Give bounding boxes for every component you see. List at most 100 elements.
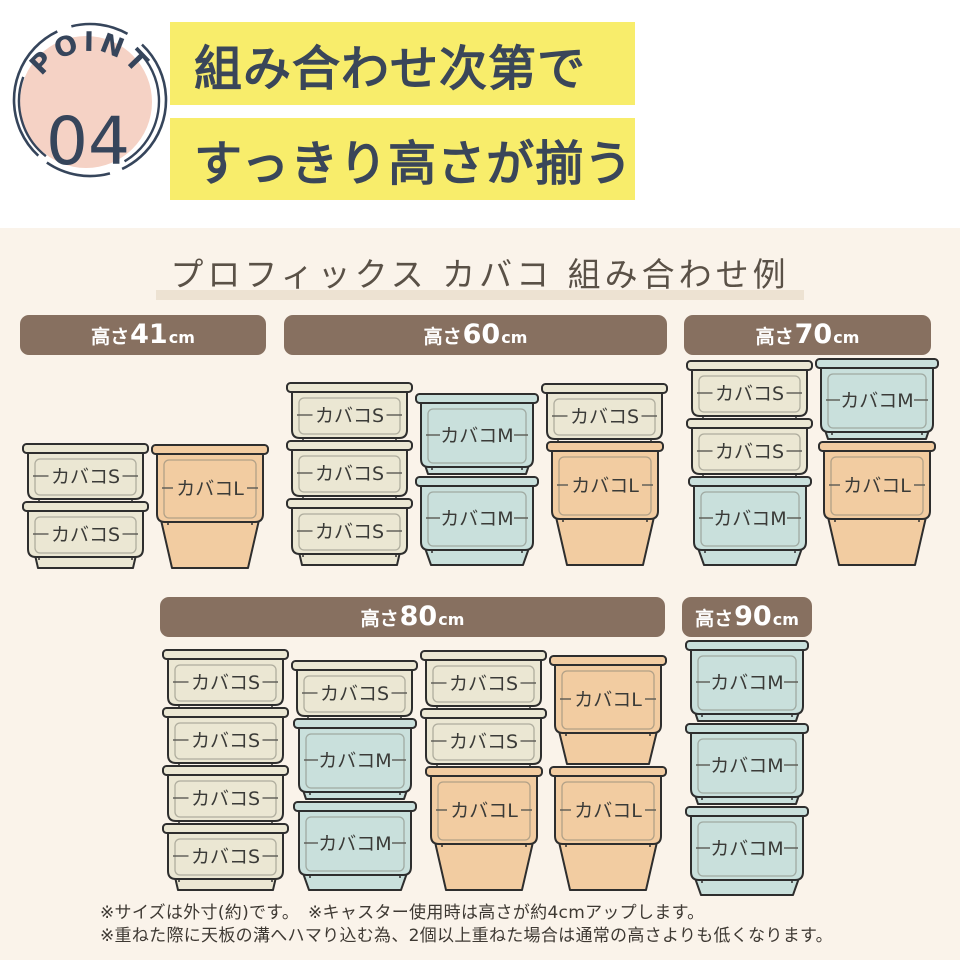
box-label: カバコS (315, 521, 384, 543)
box-face (550, 450, 659, 520)
box-illustration-s: カバコS (286, 382, 413, 440)
box-lid (22, 501, 149, 512)
box-label: カバコL (176, 478, 244, 500)
box-label: カバコS (449, 731, 518, 753)
box-inner-line (557, 456, 652, 516)
box-base (160, 519, 260, 569)
box-inner-line (298, 455, 401, 493)
height-label-value: 90 (734, 601, 772, 632)
box-face (291, 449, 408, 497)
box-lid (162, 765, 289, 776)
box-lid (549, 655, 667, 666)
box-face (554, 775, 662, 845)
headline-line2: すっきり高さが揃う (170, 118, 635, 200)
box-label: カバコL (571, 475, 639, 497)
box-inner-line (830, 456, 924, 516)
box-base (433, 841, 534, 891)
box-stacks: カバコM カバコM カバコM (685, 640, 809, 897)
box-lid (424, 766, 543, 777)
box-lid (415, 476, 539, 487)
box-inner-line (697, 821, 797, 877)
height-label-unit: cm (833, 328, 860, 347)
box-face (690, 815, 804, 881)
box-label: カバコM (318, 750, 391, 772)
box-face (167, 716, 284, 764)
box-illustration-l: カバコL (545, 441, 664, 566)
box-illustration-m: カバコM (415, 393, 539, 475)
box-face (429, 775, 538, 845)
box-stack: カバコM カバコM カバコM (685, 640, 809, 897)
height-label-unit: cm (168, 328, 195, 347)
box-illustration-m: カバコM (292, 801, 417, 891)
box-lid (420, 650, 547, 661)
box-face (291, 507, 408, 555)
box-illustration-s: カバコS (162, 707, 289, 765)
box-label: カバコS (191, 672, 260, 694)
box-illustration-l: カバコL (424, 766, 543, 891)
height-label-value: 41 (130, 319, 168, 350)
box-label: カバコL (843, 475, 911, 497)
box-label: カバコS (449, 673, 518, 695)
box-lid (686, 360, 813, 371)
box-face (167, 832, 284, 880)
box-illustration-s: カバコS (286, 440, 413, 498)
badge-sketch-ring-outer (12, 22, 168, 178)
box-label: カバコS (570, 406, 639, 428)
badge-pink-circle (20, 36, 152, 168)
box-inner-line (561, 781, 655, 841)
box-face (297, 727, 412, 793)
box-illustration-m: カバコM (685, 806, 809, 896)
box-inner-line (174, 722, 277, 760)
box-illustration-s: カバコS (420, 708, 547, 766)
box-illustration-m: カバコM (292, 718, 417, 800)
box-label: カバコS (320, 683, 389, 705)
box-label: カバコL (574, 689, 642, 711)
box-illustration-s: カバコS (286, 498, 413, 566)
box-face (554, 664, 662, 734)
box-label: カバコM (710, 672, 783, 694)
box-inner-line (304, 733, 405, 789)
box-label: カバコS (191, 788, 260, 810)
box-lid (541, 383, 668, 394)
box-label: カバコS (715, 383, 784, 405)
point-badge: POINT 04 (12, 22, 168, 180)
box-illustration-m: カバコM (815, 358, 939, 440)
box-inner-line (174, 664, 277, 702)
box-label: カバコS (315, 405, 384, 427)
box-illustration-m: カバコM (685, 640, 809, 722)
box-inner-line (697, 655, 797, 711)
box-face (27, 452, 144, 500)
box-face (291, 391, 408, 439)
badge-number: 04 (46, 103, 130, 180)
box-illustration-l: カバコL (549, 655, 667, 765)
box-illustration-m: カバコM (685, 723, 809, 805)
box-lid (22, 443, 149, 454)
box-label: カバコM (710, 755, 783, 777)
box-face (820, 367, 934, 433)
box-base (558, 730, 658, 765)
box-base (827, 516, 927, 566)
box-label: カバコS (51, 524, 120, 546)
box-lid (162, 707, 289, 718)
height-label-prefix: 高さ (91, 326, 130, 348)
box-inner-line (163, 459, 257, 519)
box-stack: カバコS カバコL (541, 383, 668, 567)
box-lid (291, 660, 418, 671)
box-label: カバコS (315, 463, 384, 485)
box-stack: カバコS カバコM カバコM (291, 660, 418, 892)
box-inner-line (174, 838, 277, 876)
box-face (691, 427, 808, 475)
box-inner-line (298, 513, 401, 551)
box-face (167, 658, 284, 706)
box-inner-line (698, 433, 801, 471)
